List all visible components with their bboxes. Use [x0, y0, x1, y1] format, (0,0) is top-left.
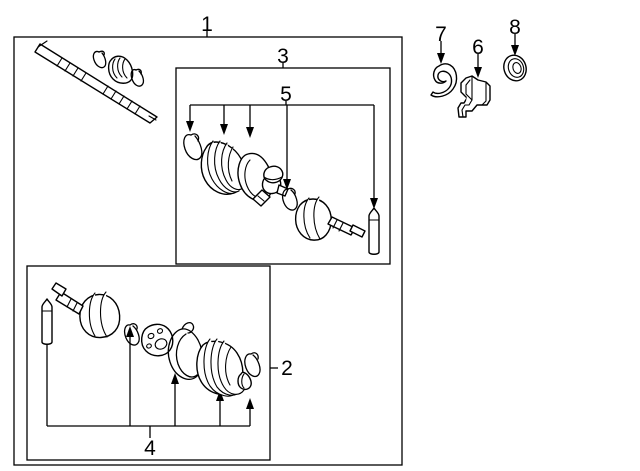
small-clamp [244, 352, 261, 378]
drive-shaft-bar [34, 40, 158, 124]
group-box-1-outer-assembly [13, 36, 403, 466]
callout-label-4: 4 [144, 437, 156, 460]
outboard-housing [294, 196, 366, 241]
boot-clamp-band [167, 322, 204, 380]
leader-arrow-6 [474, 67, 482, 78]
clip-part [430, 63, 458, 98]
callout-label-3: 3 [277, 45, 289, 68]
bearing-part [503, 54, 527, 82]
group-box-2-inboard-joint [26, 265, 271, 461]
inner-race [141, 323, 174, 357]
grease-tube-outboard [368, 207, 380, 255]
leader-arrow-8 [511, 45, 519, 56]
callout-label-6: 6 [472, 36, 484, 59]
outboard-parts-bracket [186, 104, 378, 209]
grease-tube-inboard [41, 298, 53, 345]
inboard-housing [51, 282, 121, 339]
circlip [123, 323, 140, 346]
callout-label-1: 1 [201, 13, 213, 36]
callout-label-7: 7 [435, 23, 447, 46]
snap-ring [281, 187, 298, 211]
bracket-part [457, 75, 491, 118]
callout-label-5: 5 [280, 83, 292, 106]
outboard-clamp-small [183, 133, 203, 161]
inboard-boot [196, 338, 252, 397]
leader-arrow-7 [437, 53, 445, 64]
callout-label-2: 2 [281, 357, 293, 380]
callout-label-8: 8 [509, 16, 521, 39]
outboard-boot [200, 140, 273, 202]
tripod-spider [252, 165, 289, 207]
